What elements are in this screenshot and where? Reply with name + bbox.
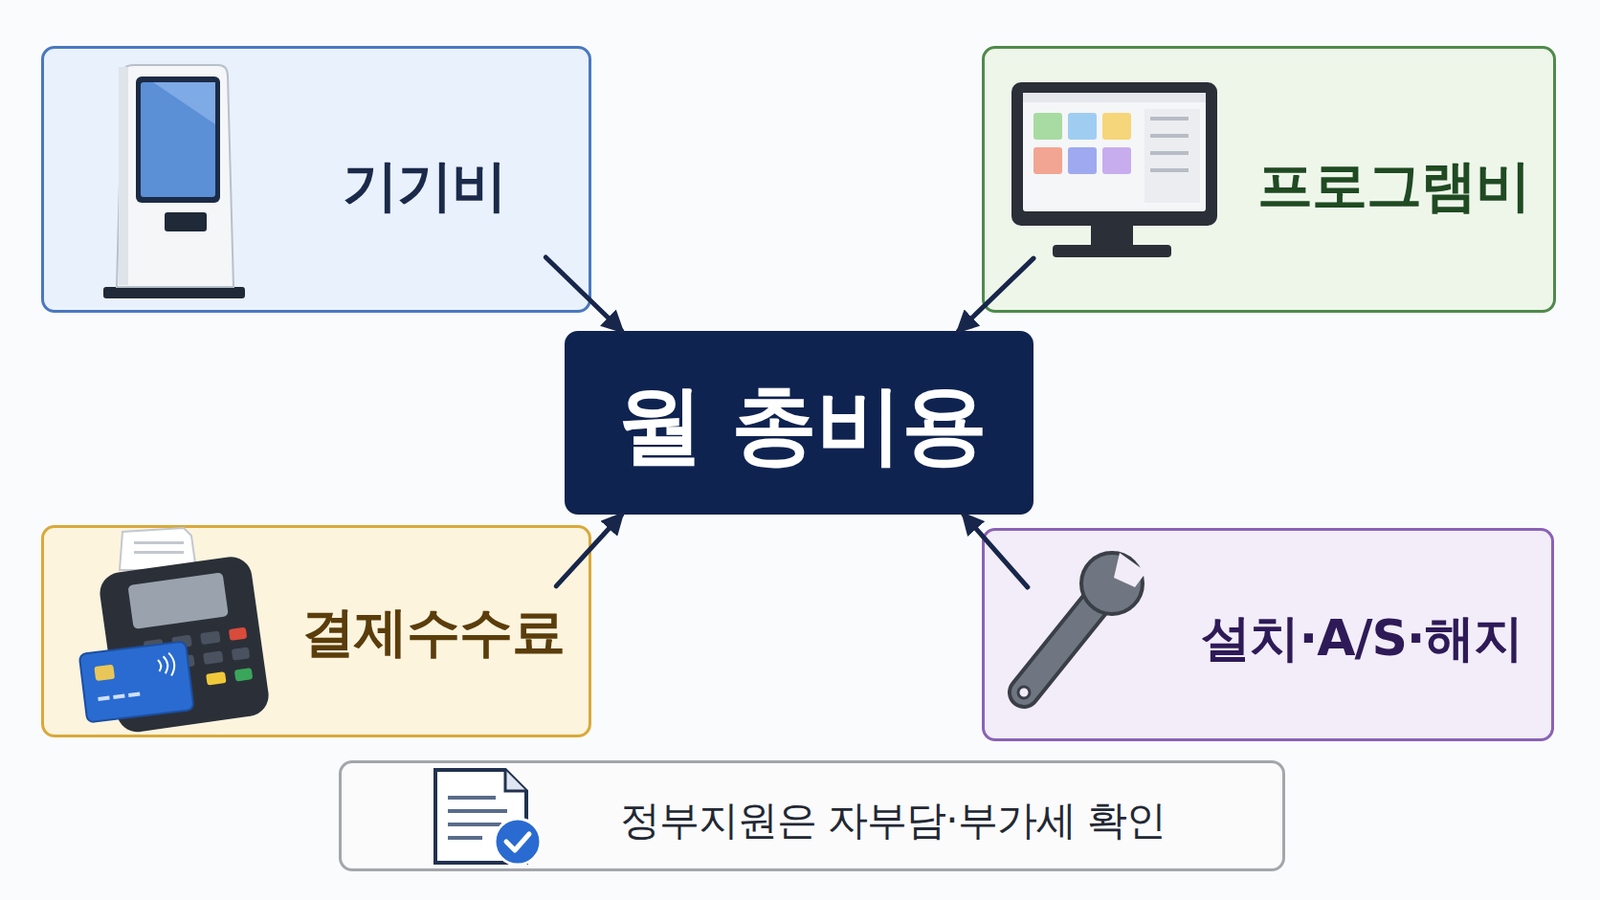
- node-label: 정부지원은 자부담·부가세 확인: [620, 794, 1166, 848]
- note-box: 정부지원은 자부담·부가세 확인: [338, 760, 1286, 872]
- node-label: 결제수수료: [301, 597, 565, 670]
- node-label: 기기비: [342, 149, 507, 224]
- total-box: 월 총비용: [564, 331, 1034, 515]
- cost-box: 결제수수료: [41, 525, 592, 738]
- cost-box: 설치·A/S·해지: [981, 528, 1555, 742]
- node-label: 월 총비용: [617, 367, 987, 485]
- node-label: 프로그램비: [1257, 149, 1531, 224]
- node-label: 설치·A/S·해지: [1200, 605, 1522, 673]
- cost-box: 프로그램비: [981, 45, 1556, 313]
- cost-box: 기기비: [41, 45, 592, 313]
